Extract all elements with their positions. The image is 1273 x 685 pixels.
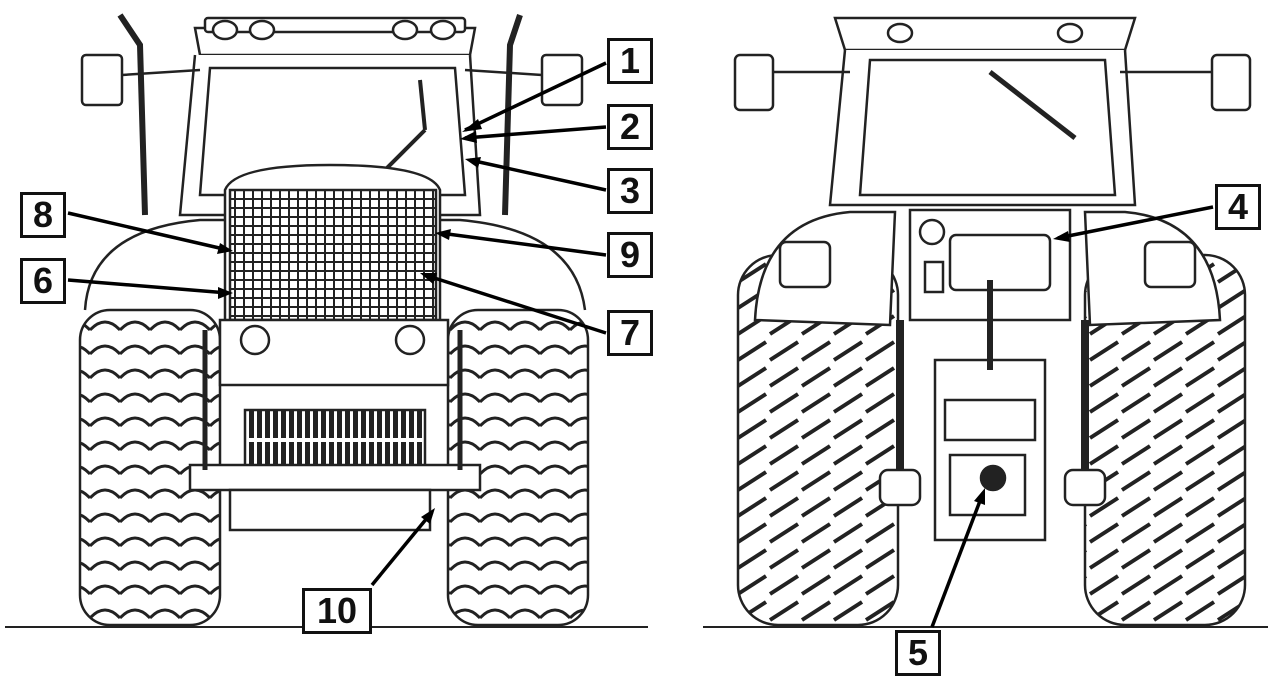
callout-10: 10 bbox=[302, 588, 372, 634]
leader-9 bbox=[439, 231, 607, 257]
callout-8: 8 bbox=[20, 192, 66, 238]
callout-2: 2 bbox=[607, 104, 653, 150]
leader-10 bbox=[370, 510, 434, 587]
callout-3: 3 bbox=[607, 168, 653, 214]
arrowhead-5 bbox=[974, 488, 985, 505]
callout-5: 5 bbox=[895, 630, 941, 676]
arrowhead-1 bbox=[462, 119, 482, 132]
leader-2 bbox=[464, 125, 607, 140]
leader-4 bbox=[1057, 205, 1214, 240]
callout-4: 4 bbox=[1215, 184, 1261, 230]
rear-view bbox=[733, 16, 1252, 627]
leader-1 bbox=[464, 61, 607, 132]
callout-6: 6 bbox=[20, 258, 66, 304]
arrowhead-8 bbox=[217, 243, 233, 254]
leader-8 bbox=[67, 211, 229, 252]
arrowhead-4 bbox=[1053, 231, 1070, 242]
front-view bbox=[78, 13, 590, 627]
leader-5 bbox=[930, 492, 985, 628]
leader-7 bbox=[424, 273, 607, 335]
callout-7: 7 bbox=[607, 310, 653, 356]
callout-1: 1 bbox=[607, 38, 653, 84]
callout-9: 9 bbox=[607, 232, 653, 278]
arrowhead-6 bbox=[218, 287, 233, 299]
leader-3 bbox=[469, 158, 607, 192]
arrowhead-10 bbox=[421, 508, 435, 524]
arrowhead-2 bbox=[460, 131, 477, 143]
arrowhead-7 bbox=[420, 273, 437, 284]
arrowhead-9 bbox=[435, 229, 451, 240]
arrowhead-3 bbox=[465, 157, 481, 168]
leader-lines bbox=[67, 61, 1214, 628]
leader-6 bbox=[67, 278, 229, 295]
